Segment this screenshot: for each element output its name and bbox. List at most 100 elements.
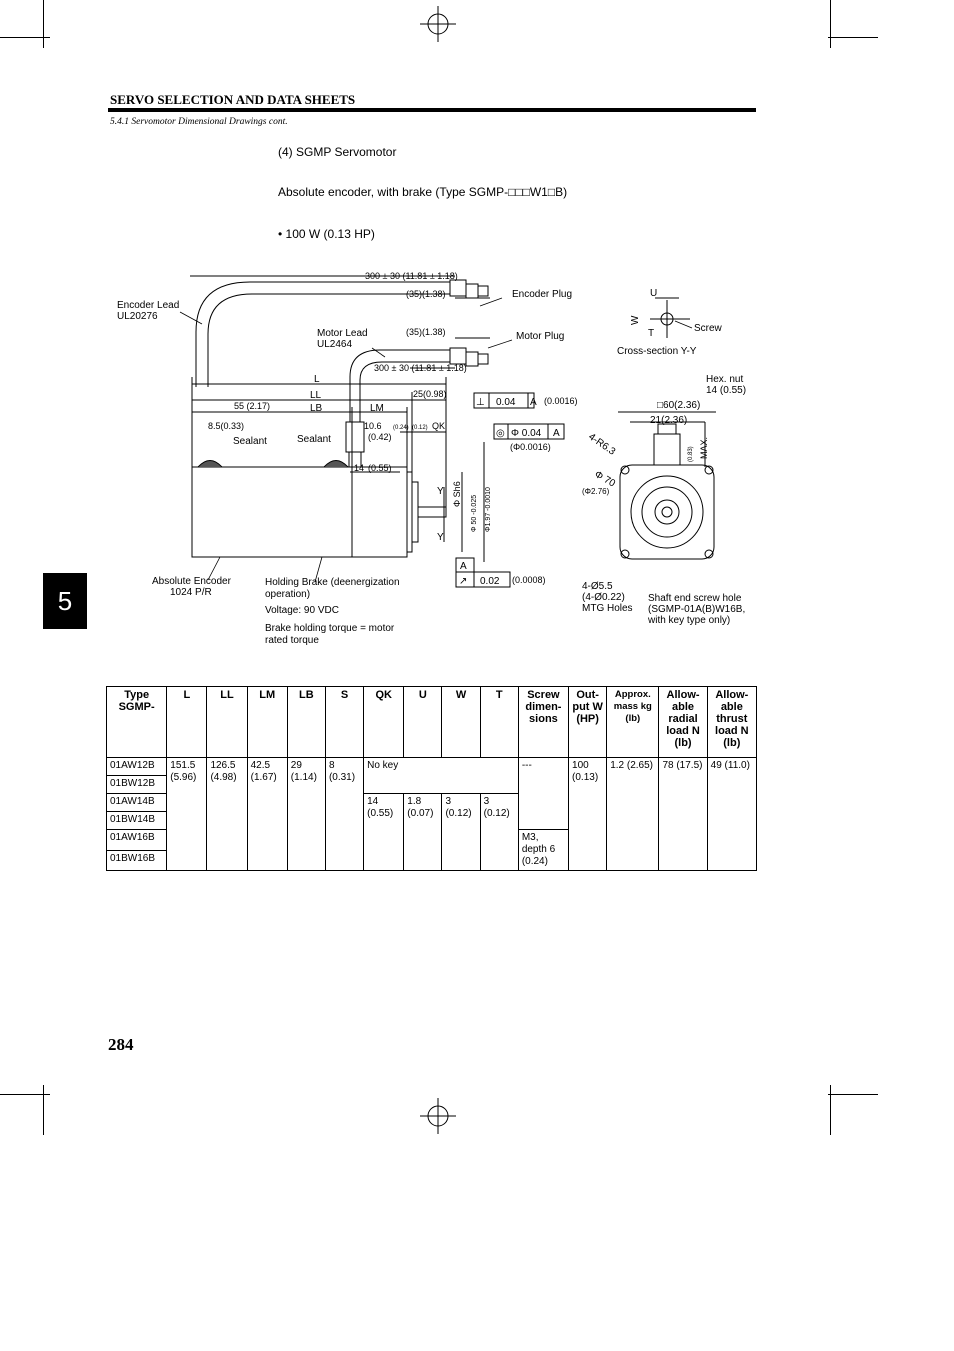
type-cell: 01BW12B <box>105 775 168 794</box>
cell-thrust: 49 (11.0) <box>706 757 758 871</box>
col-LM: LM <box>246 686 288 758</box>
brake-torque: Brake holding torque = motor rated torqu… <box>265 623 395 646</box>
cell-screw-none: --- <box>517 757 570 830</box>
table-header-row: Type SGMP- L LL LM LB S QK U W T Screw d… <box>105 686 758 758</box>
dim-LM: LM <box>370 403 384 414</box>
section-subtitle: 5.4.1 Servomotor Dimensional Drawings co… <box>110 117 288 127</box>
brake-voltage: Voltage: 90 VDC <box>265 605 339 616</box>
motor-lead-label: Motor Lead <box>317 328 368 339</box>
section-w: W <box>630 315 641 325</box>
cell-W: 3 (0.12) <box>441 793 481 871</box>
holding-brake-label: Holding Brake (deenergization operation) <box>265 577 400 600</box>
crop-mark <box>828 37 878 38</box>
cell-no-key: No key <box>363 757 519 794</box>
concentricity-symbol: ◎ <box>496 428 505 439</box>
col-LB: LB <box>286 686 326 758</box>
dim-25: 25(0.98) <box>413 389 447 399</box>
rating-bullet: • 100 W (0.13 HP) <box>278 227 375 241</box>
dim-10-6: 10.6 <box>364 421 382 431</box>
plug-length-motor: (35)(1.38) <box>406 327 446 337</box>
col-type: Type SGMP- <box>105 686 168 758</box>
crop-mark <box>43 0 44 48</box>
plug-length-encoder: (35)(1.38) <box>406 289 446 299</box>
max-inch: (0.83) <box>688 446 694 462</box>
perpendicularity-symbol: ⊥ <box>476 397 485 408</box>
dim-L: L <box>314 374 320 385</box>
table-row: 01BW14B <box>105 811 757 830</box>
col-thrust: Allow-able thrust load N (lb) <box>706 686 758 758</box>
table-row: 01AW14B 14 (0.55) 1.8 (0.07) 3 (0.12) 3 … <box>105 793 757 871</box>
pilot-diameter-inch: Φ1.97 -0.0010 <box>485 487 492 532</box>
dim-0-12: (0.12) <box>412 425 428 431</box>
cell-LB: 29 (1.14) <box>286 757 326 871</box>
motor-plug-label: Motor Plug <box>516 331 564 342</box>
cell-L: 151.5 (5.96) <box>166 757 208 871</box>
running-header: SERVO SELECTION AND DATA SHEETS <box>110 92 356 107</box>
type-cell: 01BW14B <box>105 811 168 830</box>
dim-LL: LL <box>310 390 322 401</box>
table-row: 01BW16B <box>105 849 757 871</box>
col-LL: LL <box>206 686 248 758</box>
sealant-label: Sealant <box>297 434 331 445</box>
col-S: S <box>324 686 365 758</box>
crop-mark <box>0 1094 50 1095</box>
registration-mark <box>420 1098 456 1134</box>
cell-screw-m3: M3, depth 6 (0.24) <box>517 829 570 871</box>
dim-LB: LB <box>310 403 323 414</box>
type-cell: 01AW14B <box>105 793 168 812</box>
col-screw: Screw dimen-sions <box>517 686 570 758</box>
col-U: U <box>403 686 443 758</box>
hex-nut-dim: 14 (0.55) <box>706 385 746 396</box>
chapter-tab: 5 <box>43 573 87 629</box>
sealant-label: Sealant <box>233 436 267 447</box>
perpendicularity-inch: (0.0016) <box>544 396 578 406</box>
absolute-encoder-label: Absolute Encoder <box>152 576 232 587</box>
ppr-label: 1024 P/R <box>170 587 212 598</box>
section-description: Absolute encoder, with brake (Type SGMP-… <box>278 185 568 199</box>
cell-S: 8 (0.31) <box>324 757 365 871</box>
col-T: T <box>479 686 519 758</box>
concentricity-tolerance: Φ 0.04 <box>511 428 542 439</box>
section-t: T <box>648 328 654 339</box>
type-cell: 01BW16B <box>105 849 168 871</box>
shaft-hole-label: (SGMP-01A(B)W16B, <box>648 604 745 615</box>
section-y-label: Y <box>437 486 444 497</box>
dim-21: 21(2.36) <box>650 415 687 426</box>
crop-mark <box>43 1085 44 1135</box>
dim-14: 14 <box>354 463 364 473</box>
section-u: U <box>650 288 657 299</box>
cell-T: 3 (0.12) <box>479 793 519 871</box>
dim-0-42: (0.42) <box>368 432 392 442</box>
cell-output: 100 (0.13) <box>568 757 608 871</box>
type-cell: 01AW12B <box>105 757 168 776</box>
cable-length-encoder: 300 ± 30 (11.81 ± 1.18) <box>365 271 458 281</box>
section-heading: (4) SGMP Servomotor <box>278 145 397 159</box>
perpendicularity-datum: A <box>530 397 537 408</box>
radius-label: 4-R6.3 <box>586 431 617 457</box>
crop-mark <box>830 1085 831 1135</box>
motor-dimensional-drawing: Encoder Lead UL20276 Motor Lead UL2464 E… <box>117 271 746 626</box>
encoder-plug-label: Encoder Plug <box>512 289 572 300</box>
header-rule <box>108 108 756 112</box>
perpendicularity-tolerance: 0.04 <box>496 397 516 408</box>
col-mass: Approx. mass kg (lb) <box>606 686 660 758</box>
cell-mass: 1.2 (2.65) <box>606 757 660 871</box>
screw-label: Screw <box>694 323 723 334</box>
col-QK: QK <box>363 686 405 758</box>
dim-QK: QK <box>432 421 445 431</box>
section-y-label: Y <box>437 532 444 543</box>
table-row: 01AW12B 151.5 (5.96) 126.5 (4.98) 42.5 (… <box>105 757 758 871</box>
col-radial: Allow-able radial load N (lb) <box>658 686 708 758</box>
mtg-holes: 4-Ø5.5 <box>582 581 613 592</box>
shaft-hole-label: with key type only) <box>647 615 730 626</box>
dim-55: 55 (2.17) <box>234 401 270 411</box>
runout-tolerance: 0.02 <box>480 576 500 587</box>
cell-QK: 14 (0.55) <box>363 793 405 871</box>
square-60: □60(2.36) <box>657 400 700 411</box>
dim-0-24: (0.24) <box>393 425 409 431</box>
cell-LL: 126.5 (4.98) <box>206 757 248 871</box>
dim-0-55: (0.55) <box>368 463 392 473</box>
runout-inch: (0.0008) <box>512 575 546 585</box>
shaft-fit: Φ Sh6 <box>452 481 462 507</box>
encoder-lead-label: Encoder Lead <box>117 300 179 311</box>
